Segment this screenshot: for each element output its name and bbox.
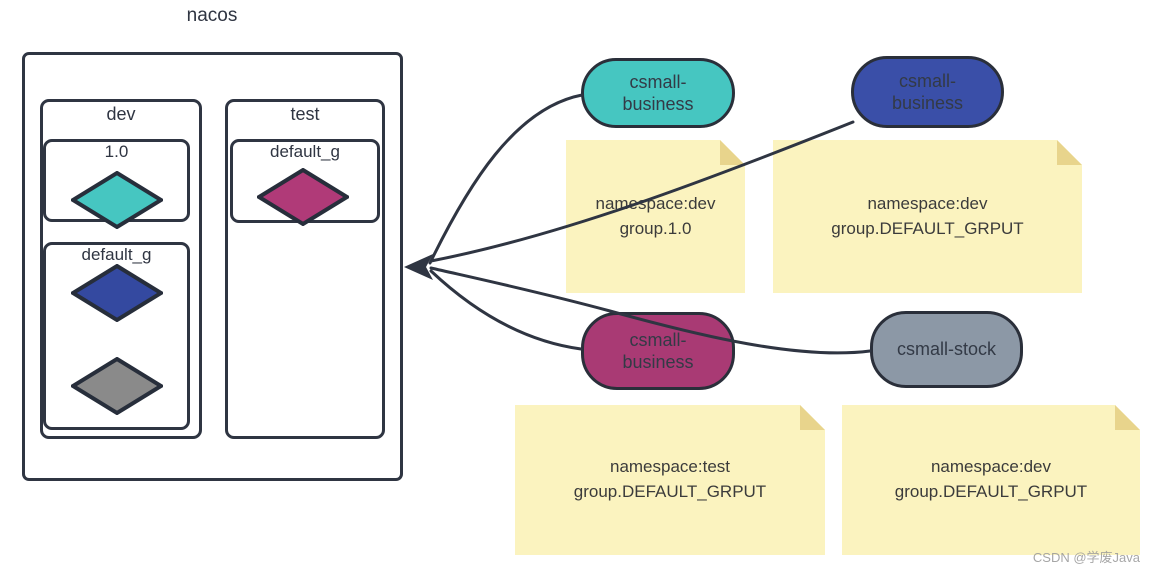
service-instance-diamond-magenta: [257, 168, 349, 226]
note-fold-icon: [1057, 140, 1082, 165]
namespace-label-dev: dev: [106, 104, 136, 124]
service-instance-diamond-teal: [71, 171, 163, 229]
service-pill-csmall-business-teal: csmall- business: [581, 58, 735, 128]
note-dev-group-default: namespace:dev group.DEFAULT_GRPUT: [773, 140, 1082, 293]
watermark: CSDN @学废Java: [1032, 550, 1140, 565]
arrowhead-icon: [404, 254, 433, 280]
service-instance-diamond-gray: [71, 357, 163, 415]
diamond-shape: [71, 264, 163, 322]
note-fold-icon: [720, 140, 745, 165]
namespace-label-test: test: [290, 104, 320, 124]
service-pill-csmall-business-blue: csmall- business: [851, 56, 1004, 128]
note-test-group-default: namespace:test group.DEFAULT_GRPUT: [515, 405, 825, 555]
service-pill-csmall-stock: csmall-stock: [870, 311, 1023, 388]
diamond-shape: [71, 171, 163, 229]
note-dev-group-default-2: namespace:dev group.DEFAULT_GRPUT: [842, 405, 1140, 555]
connector-teal-to-nacos: [428, 93, 584, 265]
group-label-test-default_g: default_g: [270, 142, 340, 161]
diamond-shape: [71, 357, 163, 415]
service-pill-csmall-business-magenta: csmall- business: [581, 312, 735, 390]
group-label-dev-1.0: 1.0: [104, 142, 129, 161]
note-fold-icon: [1115, 405, 1140, 430]
note-dev-group-1.0: namespace:dev group.1.0: [566, 140, 745, 293]
note-fold-icon: [800, 405, 825, 430]
nacos-title: nacos: [186, 5, 238, 26]
diamond-shape: [257, 168, 349, 226]
service-instance-diamond-blue: [71, 264, 163, 322]
connector-magenta-to-nacos: [429, 269, 583, 351]
group-label-dev-default_g: default_g: [81, 245, 152, 264]
